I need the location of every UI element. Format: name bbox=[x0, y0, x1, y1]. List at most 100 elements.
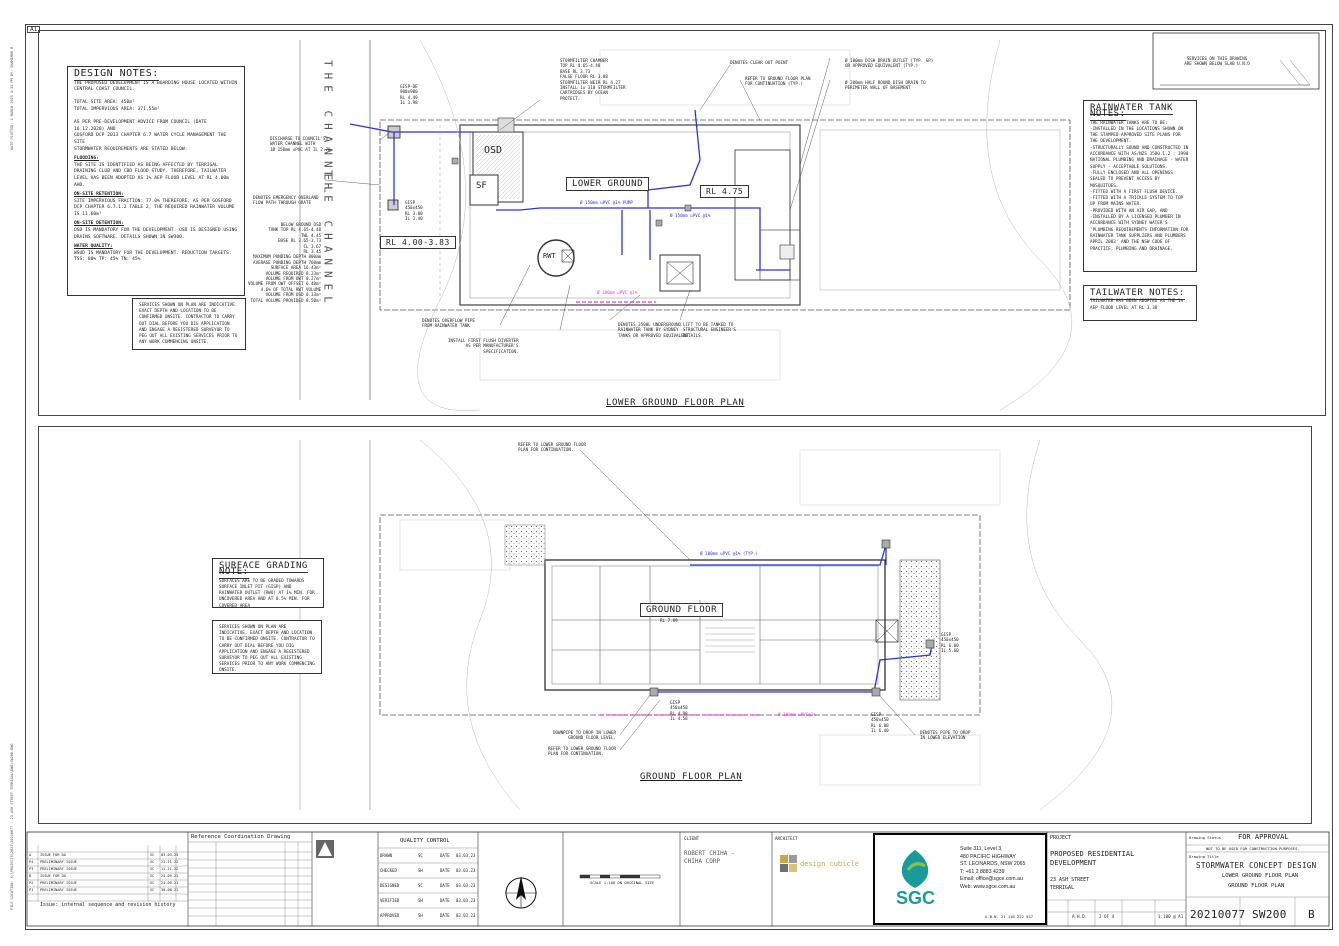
tailwater-notes-title: TAILWATER NOTES: bbox=[1090, 288, 1185, 300]
pipe-label-3: Ø 100mm uPVC @1% bbox=[597, 290, 638, 295]
rainwater-tank-note-line: -PROVIDED WITH AN AIR GAP, AND bbox=[1090, 208, 1168, 214]
client-name: ROBERT CHIHA - CHIHA CORP bbox=[684, 850, 735, 865]
revision-cell: SC bbox=[150, 860, 155, 864]
revision-cell: SC bbox=[150, 874, 155, 878]
revision-cell: 03.03.23 bbox=[161, 853, 179, 857]
project-label: PROJECT bbox=[1050, 835, 1072, 841]
drawing-title-1: STORMWATER CONCEPT DESIGN bbox=[1196, 861, 1317, 870]
qc-cell: SC bbox=[418, 853, 423, 858]
architect-label: ARCHITECT bbox=[775, 836, 798, 841]
design-notes-section-text: OSD IS MANDATORY FOR THE DEVELOPMENT. OS… bbox=[74, 228, 238, 240]
revision-cell: SC bbox=[150, 853, 155, 857]
design-notes-section-text: SITE IMPERVIOUS FRACTION: 77.0% THEREFOR… bbox=[74, 198, 235, 217]
cleanout-note: DENOTES CLEAR OUT POINT bbox=[730, 60, 788, 65]
rainwater-tank-note-line: -INSTALLED BY A LICENSED PLUMBER IN ACCO… bbox=[1090, 215, 1189, 252]
pipe-drop-note: DENOTES PIPE TO DROP IN LOWER ELEVATION bbox=[920, 730, 971, 741]
ground-plan-frame bbox=[38, 426, 1312, 824]
surface-grading-note-title: SURFACE GRADING NOTE: bbox=[219, 561, 308, 580]
qc-cell: DATE bbox=[440, 913, 450, 918]
overland-flow-note: DENOTES EMERGENCY OVERLAND FLOW PATH THR… bbox=[253, 195, 319, 206]
qc-cell: DESIGNED bbox=[380, 883, 400, 888]
project-number: 20210077 bbox=[1190, 908, 1246, 921]
qc-cell: 03.03.23 bbox=[456, 853, 476, 858]
lower-ground-plan-title: LOWER GROUND FLOOR PLAN bbox=[606, 398, 745, 408]
quality-control-title: QUALITY CONTROL bbox=[400, 838, 450, 844]
title-label: Drawing Title bbox=[1189, 854, 1219, 859]
design-notes-sections: FLOODING:THE SITE IS IDENTIFIED AS BEING… bbox=[74, 156, 238, 264]
qc-cell: DRAWN bbox=[380, 853, 393, 858]
sgc-address: Suite 311, Level 3, 480 PACIFIC HIGHWAY … bbox=[960, 846, 1026, 890]
services-note-lower: SERVICES SHOWN ON PLAN ARE INDICATIVE. E… bbox=[212, 620, 322, 674]
pipe-top-label: Ø 100mm uPVC @1% (TYP.) bbox=[700, 551, 758, 556]
pipe-label-1: Ø 150mm uPVC @1% PUMP bbox=[580, 200, 633, 205]
design-notes-line: GOSFORD DCP 2013 CHAPTER 6.7 WATER CYCLE… bbox=[74, 133, 227, 145]
rwt-label: RWT bbox=[543, 252, 556, 260]
qc-cell: SH bbox=[418, 913, 423, 918]
revision-cell: P2 bbox=[29, 881, 34, 885]
tailwater-notes-box: TAILWATER NOTES: TAILWATER HAS BEEN ADOP… bbox=[1083, 285, 1197, 321]
stormfilter-chamber-note: STORMFILTER CHAMBER TOP RL 4.65-4.48 BAS… bbox=[560, 58, 626, 101]
status-label: Drawing Status bbox=[1189, 835, 1222, 840]
services-note-upper: SERVICES SHOWN ON PLAN ARE INDICATIVE. E… bbox=[132, 298, 246, 350]
revision-cell: PRELIMINARY ISSUE bbox=[40, 888, 77, 892]
rainwater-tank-note-line: -STRUCTURALLY SOUND AND CONSTRUCTED IN A… bbox=[1090, 145, 1189, 170]
dish-drain-note: Ø 100mm DISH DRAIN OUTLET (TYP. SP) OR A… bbox=[845, 58, 934, 69]
project-name: PROPOSED RESIDENTIAL DEVELOPMENT bbox=[1050, 850, 1135, 867]
revision-cell: SC bbox=[150, 888, 155, 892]
rl-4-75-label: RL 4.75 bbox=[700, 185, 750, 198]
rainwater-tank-notes-lines: THE RAINWATER TANKS ARE TO BE:-INSTALLED… bbox=[1090, 121, 1190, 253]
revision-letter: B bbox=[1308, 908, 1315, 921]
pipe-label-2: Ø 150mm uPVC @1% bbox=[670, 213, 711, 218]
gisp-upper-1: GISP-DE 900x900 RL 4.49 IL 3.98 bbox=[400, 84, 418, 106]
half-round-note: Ø 200mm HALF ROUND DISH DRAIN TO PERIMET… bbox=[845, 80, 926, 91]
qc-cell: DATE bbox=[440, 898, 450, 903]
lower-ground-area-label: LOWER GROUND bbox=[566, 177, 650, 191]
legend-box-text: SERVICES ON THIS DRAWING ARE SHOWN BELOW… bbox=[1184, 56, 1250, 67]
rainwater-tank-note-line: -FULLY ENCLOSED AND ALL OPENINGS SEALED … bbox=[1090, 170, 1173, 189]
revision-cell: P1 bbox=[29, 888, 34, 892]
qc-cell: VERIFIED bbox=[380, 898, 400, 903]
sheet-number: 2 OF 4 bbox=[1099, 914, 1115, 919]
qc-cell: CHECKED bbox=[380, 868, 397, 873]
qc-cell: DATE bbox=[440, 868, 450, 873]
revision-cell: PRELIMINARY ISSUE bbox=[40, 867, 77, 871]
datum: A.H.D. bbox=[1072, 914, 1088, 919]
refer-lower-bottom-note: REFER TO LOWER GROUND FLOOR PLAN FOR CON… bbox=[548, 746, 617, 757]
scale-text: SCALE 1:100 ON ORIGINAL SIZE bbox=[590, 880, 655, 885]
design-notes-section-heading: FLOODING: bbox=[74, 156, 99, 162]
project-address: 23 ASH STREET TERRIGAL bbox=[1050, 877, 1090, 891]
revision-cell: ISSUE FOR DA bbox=[40, 874, 66, 878]
design-notes-lines: THE PROPOSED DEVELOPMENT IS A BOARDING H… bbox=[74, 81, 238, 154]
design-notes-line: TOTAL IMPERVIOUS AREA: 371.55m² bbox=[74, 106, 160, 112]
first-flush-note: INSTALL FIRST FLUSH DIVERTER AS PER MANU… bbox=[448, 338, 519, 354]
rainwater-tank-note-line: THE RAINWATER TANKS ARE TO BE: bbox=[1090, 120, 1168, 126]
drawing-number: SW200 bbox=[1252, 908, 1287, 921]
underground-tank-note: DENOTES 3500L UNDERGROUND RAINWATER TANK… bbox=[618, 322, 692, 338]
qc-cell: SH bbox=[418, 868, 423, 873]
design-notes-box: DESIGN NOTES: THE PROPOSED DEVELOPMENT I… bbox=[67, 66, 245, 296]
sheet-border bbox=[25, 24, 1333, 930]
lift-note: LIFT TO BE TANKED TO STRUCTURAL ENGINEER… bbox=[683, 322, 736, 338]
status-sub: NOT TO BE USED FOR CONSTRUCTION PURPOSES… bbox=[1206, 846, 1300, 851]
discharge-note: DISCHARGE TO COUNCIL'S WATER CHANNEL WIT… bbox=[270, 136, 331, 152]
rainwater-tank-note-line: -INSTALLED IN THE LOCATIONS SHOWN ON THE… bbox=[1090, 126, 1184, 145]
revision-cell: 23.11.22 bbox=[161, 860, 179, 864]
gisp-left: GISP 450x450 RL 4.98 IL 4.58 bbox=[670, 700, 688, 722]
design-notes-section-heading: WATER QUALITY: bbox=[74, 244, 113, 250]
osd-label: OSD bbox=[484, 145, 503, 156]
revision-cell: B bbox=[29, 874, 32, 878]
revision-cell: PRELIMINARY ISSUE bbox=[40, 881, 77, 885]
revision-cell: 11.11.22 bbox=[161, 867, 179, 871]
qc-cell: APPROVED bbox=[380, 913, 400, 918]
revision-cell: ISSUE FOR DA bbox=[40, 853, 66, 857]
ground-floor-area-rl: RL 7.89 bbox=[660, 618, 678, 623]
qc-cell: 03.03.23 bbox=[456, 913, 476, 918]
overflow-note: DENOTES OVERFLOW PIPE FROM RAINWATER TAN… bbox=[422, 318, 475, 329]
client-label: CLIENT bbox=[684, 836, 700, 841]
